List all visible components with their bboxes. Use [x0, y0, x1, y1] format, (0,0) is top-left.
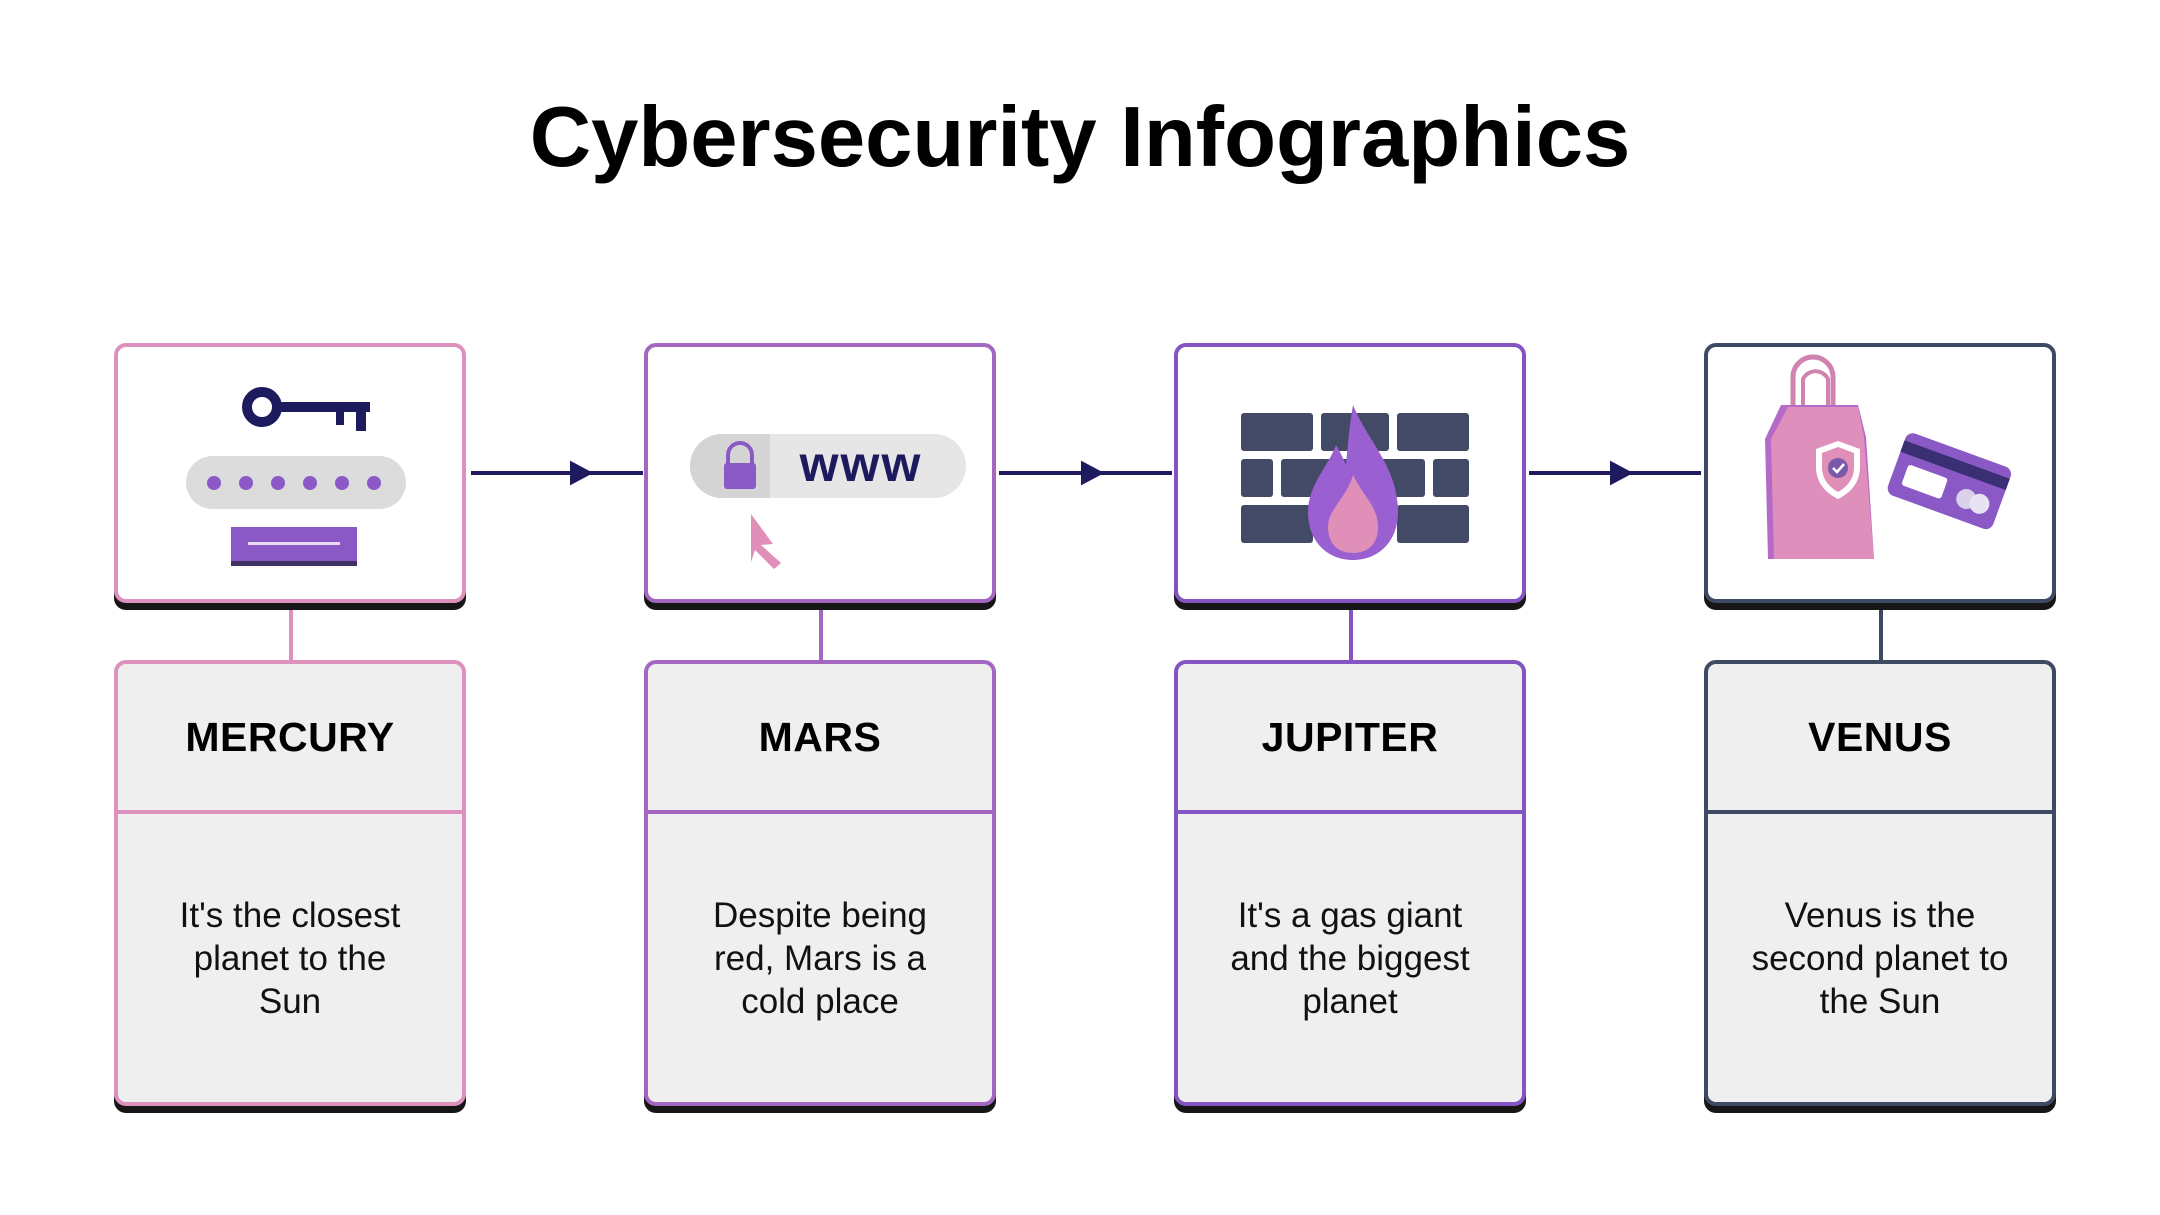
- page-title: Cybersecurity Infographics: [529, 90, 1631, 185]
- arrow-head-1: [570, 460, 594, 486]
- card-heading: VENUS: [1708, 664, 2052, 814]
- info-card-mars: MARS Despite being red, Mars is a cold p…: [644, 660, 996, 1106]
- card-description: Venus is the second planet to the Sun: [1751, 895, 2009, 1021]
- card-description: It's the closest planet to the Sun: [179, 895, 401, 1021]
- secure-url-icon: www: [690, 434, 966, 569]
- icon-box-jupiter: [1174, 343, 1526, 603]
- card-description: It's a gas giant and the biggest planet: [1230, 895, 1470, 1021]
- firewall-icon: [1241, 405, 1469, 560]
- info-card-jupiter: JUPITER It's a gas giant and the biggest…: [1174, 660, 1526, 1106]
- url-bar-text: www: [799, 436, 923, 492]
- card-heading: JUPITER: [1178, 664, 1522, 814]
- icon-box-mars: www: [644, 343, 996, 603]
- secure-shopping-icon: [1765, 354, 2011, 559]
- info-card-mercury: MERCURY It's the closest planet to the S…: [114, 660, 466, 1106]
- key-password-icon: [186, 387, 406, 566]
- card-description: Despite being red, Mars is a cold place: [712, 895, 928, 1021]
- info-card-venus: VENUS Venus is the second planet to the …: [1704, 660, 2056, 1106]
- arrow-head-3: [1610, 460, 1634, 486]
- arrow-head-2: [1081, 460, 1105, 486]
- icon-box-venus: [1704, 343, 2056, 603]
- icon-box-mercury: [114, 343, 466, 603]
- card-heading: MERCURY: [118, 664, 462, 814]
- card-heading: MARS: [648, 664, 992, 814]
